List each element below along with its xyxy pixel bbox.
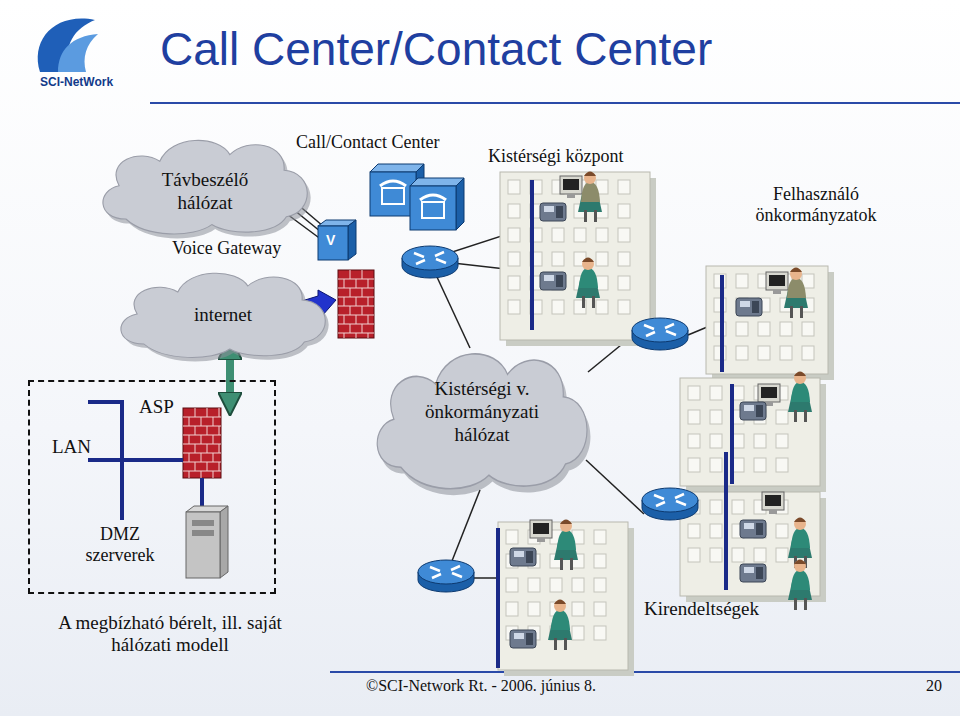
network-cloud: Kistérségi v. önkormányzati hálózat [366,336,598,496]
footer-note: ©SCI-Network Rt. - 2006. június 8. [366,677,596,695]
phone-icon [540,203,566,221]
diagram-label: V [326,232,335,248]
phone-icon [510,630,536,648]
firewall-icon [183,408,221,478]
router-icon [642,488,698,520]
call-center-unit [410,178,464,230]
monitor-icon [766,272,788,294]
server-icon [186,506,228,578]
page-number: 20 [926,677,942,695]
phone-icon [740,520,766,538]
diagram-label: Voice Gateway [172,238,281,259]
lan-bus [720,275,724,372]
monitor-icon [560,176,582,198]
diagram-label: Kirendeltségek [644,598,759,620]
lan-bus [120,510,124,520]
building [680,492,826,602]
cloud-label: internet [150,304,296,327]
cloud-label: Távbeszélő hálózat [132,169,278,215]
network-cloud: Távbeszélő hálózat [92,128,318,239]
building [498,522,634,676]
firewall-icon [338,270,374,338]
network-link [586,460,644,514]
lan-bus [200,478,204,506]
monitor-icon [762,492,784,514]
link-arrow [226,348,234,404]
person-icon [576,258,600,309]
network-link [450,490,480,566]
phone-icon [740,564,766,582]
lan-bus [120,400,124,510]
logo-mark [38,19,98,72]
phone-icon [736,298,762,316]
phone-icon [510,548,536,566]
diagram-label: Felhasználó önkormányzatok [728,184,904,225]
zone-label: LAN [52,436,91,459]
diagram-label: ASP [139,396,174,418]
lan-bus [730,384,734,484]
lan-bus [530,180,534,330]
person-icon [788,372,812,423]
monitor-icon [530,520,552,542]
phone-icon [540,272,566,290]
building [706,266,834,380]
diagram-label: DMZ szerverek [70,524,170,565]
footer-rule [330,671,960,673]
voice-gateway-icon [318,220,356,260]
diagram-label: A megbízható bérelt, ill. saját hálózati… [50,612,290,656]
router-icon [632,318,688,350]
phone-icon [740,402,766,420]
network-link [472,577,498,579]
router-icon [402,246,458,278]
slide-title: Call Center/Contact Center [160,22,712,76]
building [500,172,656,346]
logo-text: SCI-NetWork [40,76,113,90]
lan-bus [496,528,500,668]
lan-bus [724,452,728,590]
diagram-label: Call/Contact Center [296,132,439,153]
diagram-label: Kistérségi központ [488,146,623,167]
person-icon [788,560,812,611]
person-icon [554,520,578,571]
person-icon [788,518,812,569]
cloud-label: Kistérségi v. önkormányzati hálózat [406,378,558,446]
person-icon [784,268,808,319]
lan-bus [88,458,183,462]
person-icon [548,600,572,651]
building [680,378,826,492]
lan-bus [88,400,122,404]
network-cloud: internet [110,262,336,362]
header-rule [150,102,960,104]
router-icon [418,560,474,592]
person-icon [578,172,602,223]
